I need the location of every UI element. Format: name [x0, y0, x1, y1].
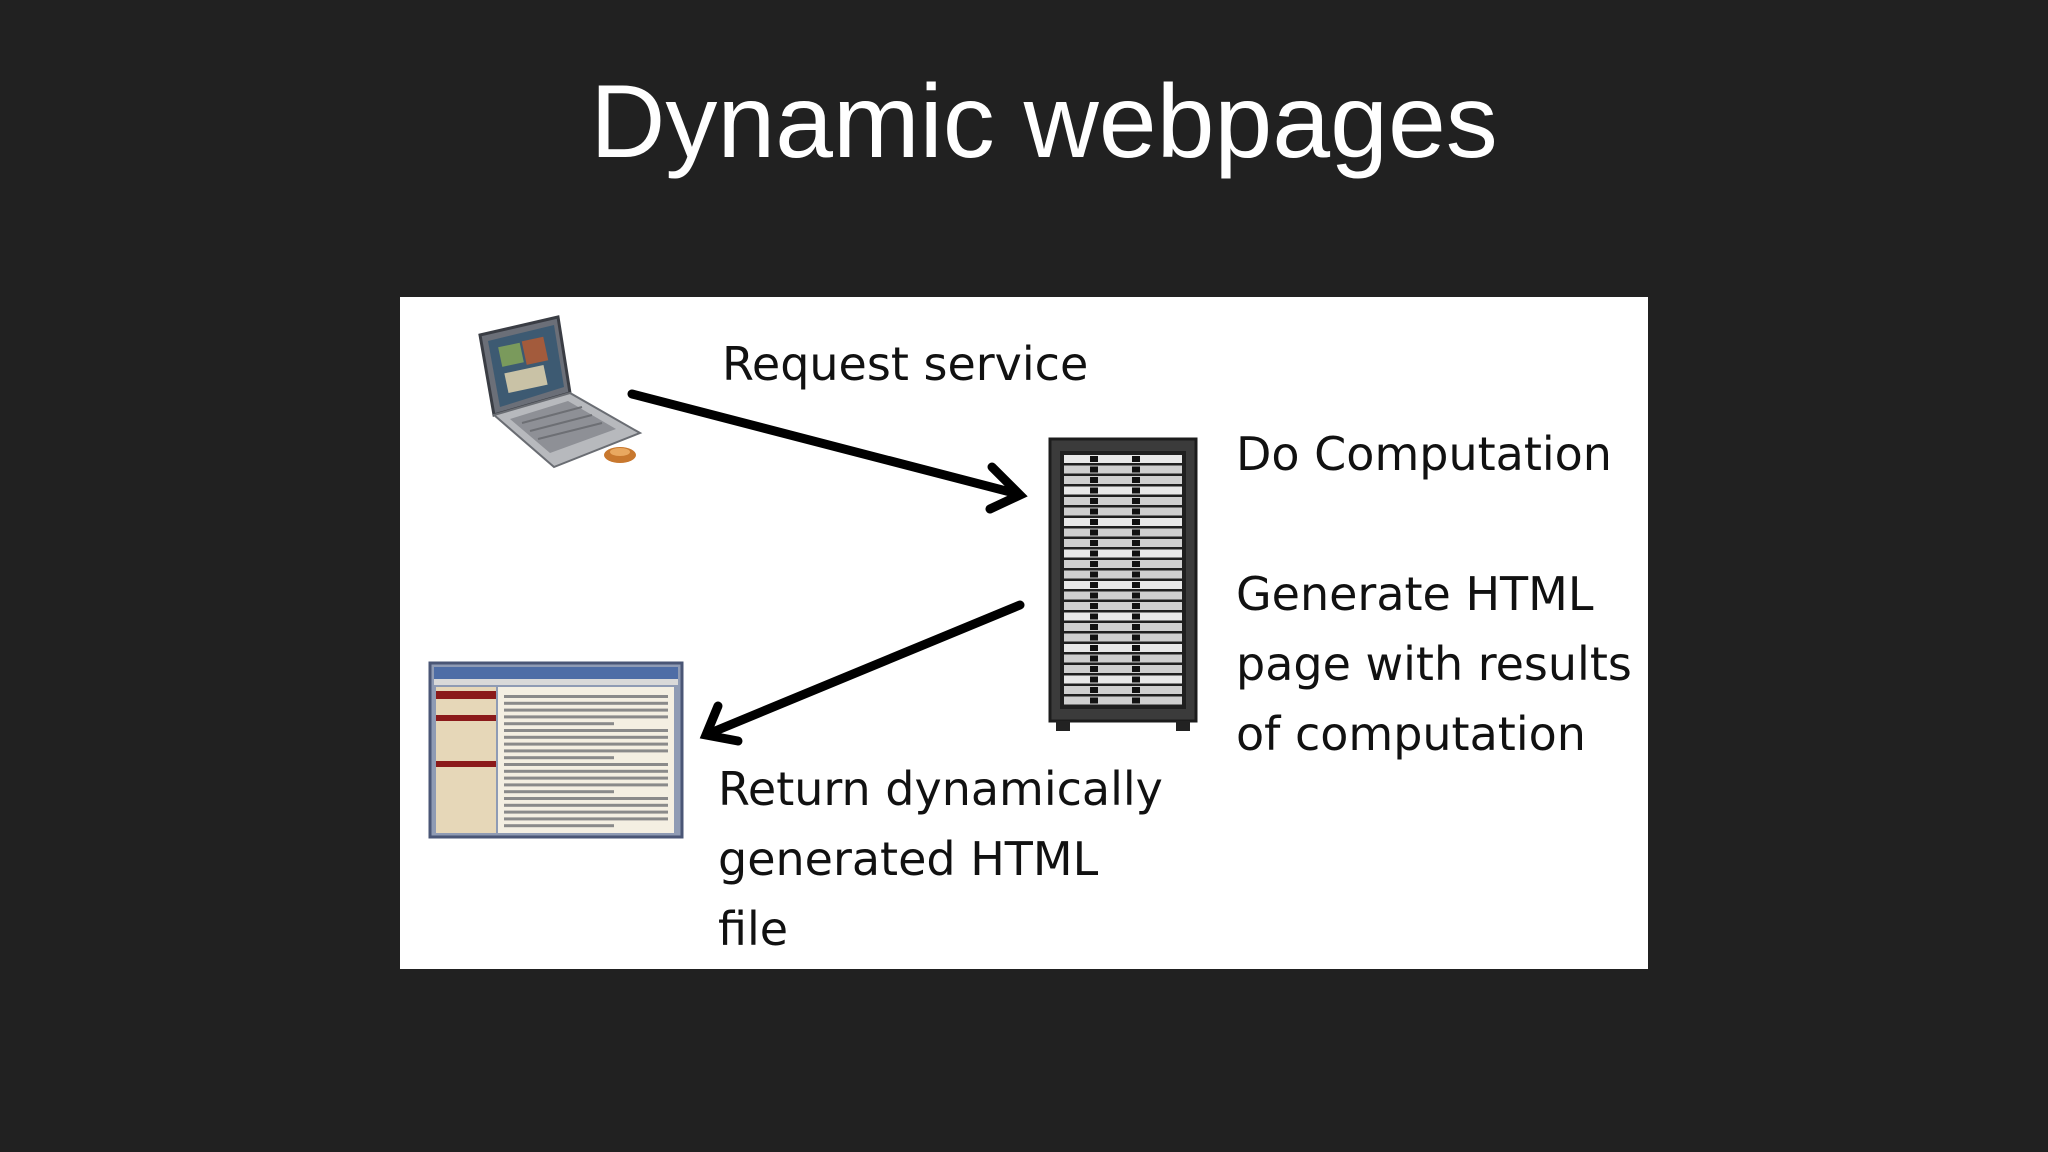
webpage-icon: [428, 661, 684, 839]
laptop-icon: [478, 315, 643, 469]
return-line: file: [718, 902, 789, 956]
arrow-layer: [627, 389, 1028, 746]
request-service-label: Request service: [722, 337, 1089, 391]
diagram-panel: Request service Do Computation Generate …: [400, 297, 1648, 969]
generate-line: of computation: [1236, 707, 1586, 761]
generate-line: page with results: [1236, 637, 1632, 691]
generate-html-label: Generate HTML page with results of compu…: [1236, 559, 1632, 769]
server-rack-icon: [1048, 437, 1198, 731]
do-computation-label: Do Computation: [1236, 427, 1612, 481]
page-title: Dynamic webpages: [590, 64, 1498, 180]
request-arrow: [627, 389, 1028, 514]
return-arrow: [699, 600, 1025, 746]
return-html-label: Return dynamically generated HTML file: [718, 754, 1163, 964]
generate-line: Generate HTML: [1236, 567, 1594, 621]
return-line: Return dynamically: [718, 762, 1163, 816]
return-line: generated HTML: [718, 832, 1099, 886]
